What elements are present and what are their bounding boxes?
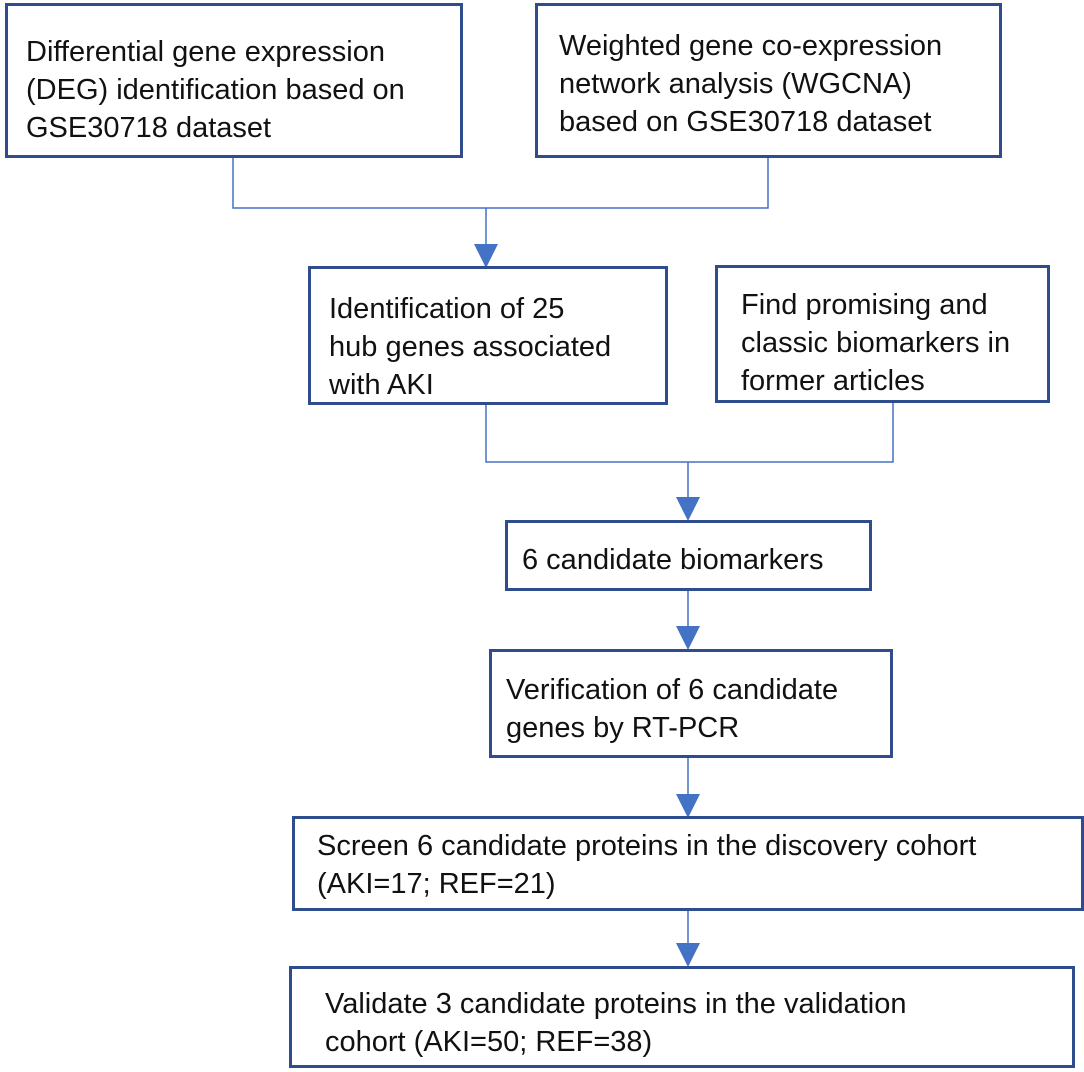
wgcna-analysis-box: Weighted gene co-expression network anal…	[535, 3, 1002, 158]
candidate-biomarkers-box: 6 candidate biomarkers	[505, 520, 872, 591]
arrow-to-candidates	[676, 497, 700, 521]
hub-genes-box: Identification of 25 hub genes associate…	[308, 266, 668, 405]
arrow-to-discovery	[676, 794, 700, 818]
validation-cohort-box: Validate 3 candidate proteins in the val…	[289, 966, 1075, 1068]
deg-identification-box: Differential gene expression (DEG) ident…	[5, 3, 463, 158]
arrow-to-hub-genes	[474, 244, 498, 268]
rtpcr-verification-box: Verification of 6 candidate genes by RT-…	[489, 649, 893, 758]
literature-biomarkers-box: Find promising and classic biomarkers in…	[715, 265, 1050, 403]
arrow-to-rtpcr	[676, 626, 700, 650]
arrow-to-validation	[676, 943, 700, 967]
discovery-cohort-box: Screen 6 candidate proteins in the disco…	[292, 816, 1084, 911]
merge-connector-1	[232, 157, 769, 244]
merge-connector-2	[485, 402, 894, 497]
